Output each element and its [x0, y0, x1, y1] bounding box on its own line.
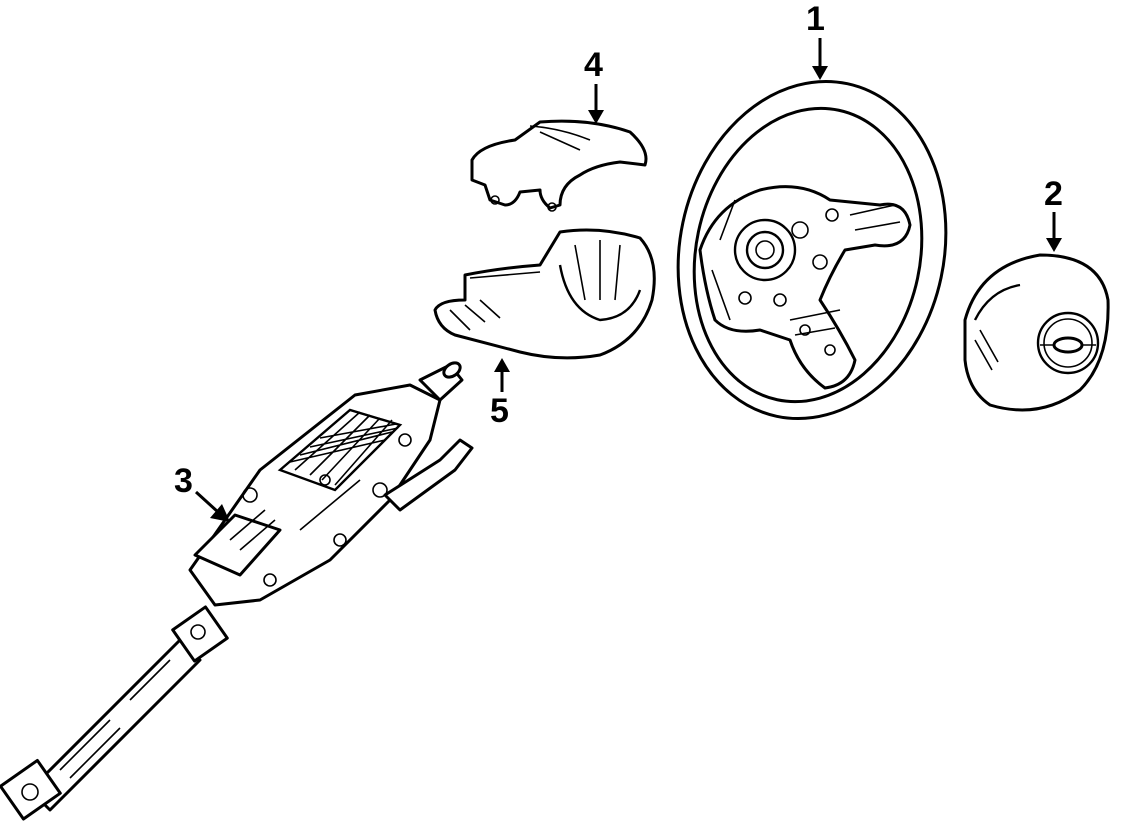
- callout-2: 2: [1044, 175, 1063, 252]
- callout-4: 4: [584, 46, 604, 124]
- callout-label: 3: [174, 462, 193, 500]
- callout-label: 4: [584, 46, 603, 84]
- callout-label: 2: [1044, 175, 1063, 213]
- steering-wheel[interactable]: [648, 56, 977, 443]
- airbag-module[interactable]: [963, 253, 1110, 412]
- callout-3: 3: [174, 462, 230, 522]
- callout-label: 5: [490, 392, 509, 430]
- upper-column-cover[interactable]: [470, 119, 648, 212]
- callout-1: 1: [806, 0, 828, 80]
- callout-5: 5: [490, 358, 510, 430]
- steering-column[interactable]: [0, 360, 474, 821]
- lower-column-cover[interactable]: [433, 228, 656, 360]
- callout-label: 1: [806, 0, 825, 38]
